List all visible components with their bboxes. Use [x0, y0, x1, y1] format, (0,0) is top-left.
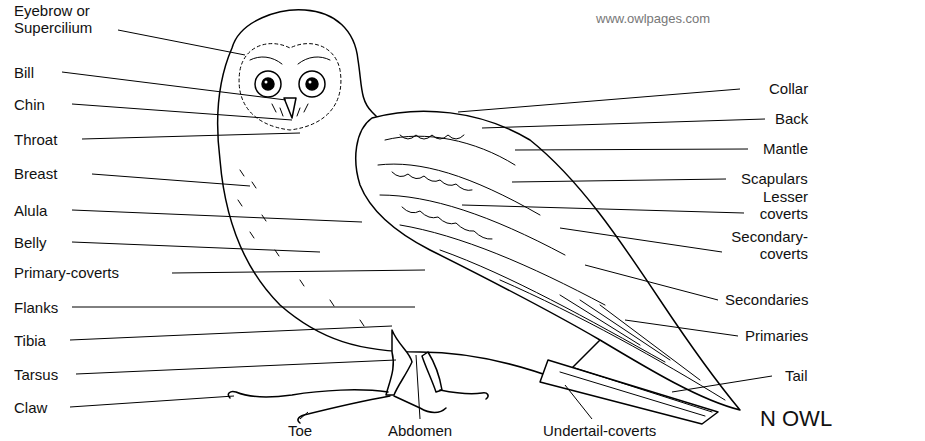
- part-label: Tarsus: [14, 366, 58, 383]
- part-label: Bill: [14, 64, 34, 81]
- part-label: Collar: [769, 80, 808, 97]
- part-label: Mantle: [763, 140, 808, 157]
- part-label: Alula: [14, 202, 47, 219]
- part-label: Lesser coverts: [738, 188, 808, 222]
- part-label: Toe: [288, 422, 312, 439]
- part-label: Secondary-coverts: [718, 228, 808, 262]
- part-label: Throat: [14, 131, 57, 148]
- part-label: Primary-coverts: [14, 264, 119, 281]
- part-label: Tail: [785, 367, 808, 384]
- part-label: Secondaries: [725, 291, 808, 308]
- part-label: Abdomen: [388, 422, 452, 439]
- part-label: Claw: [14, 399, 47, 416]
- diagram-caption: N OWL: [760, 406, 832, 432]
- part-label: Tibia: [14, 332, 46, 349]
- watermark: www.owlpages.com: [596, 10, 710, 27]
- part-label: Belly: [14, 234, 47, 251]
- part-label: Eyebrow or Supercilium: [14, 2, 114, 36]
- part-label: Chin: [14, 96, 45, 113]
- part-label: Undertail-coverts: [543, 422, 656, 439]
- part-label: Back: [775, 110, 808, 127]
- part-label: Breast: [14, 165, 57, 182]
- part-label: Primaries: [745, 327, 808, 344]
- part-label: Scapulars: [741, 170, 808, 187]
- part-label: Flanks: [14, 299, 58, 316]
